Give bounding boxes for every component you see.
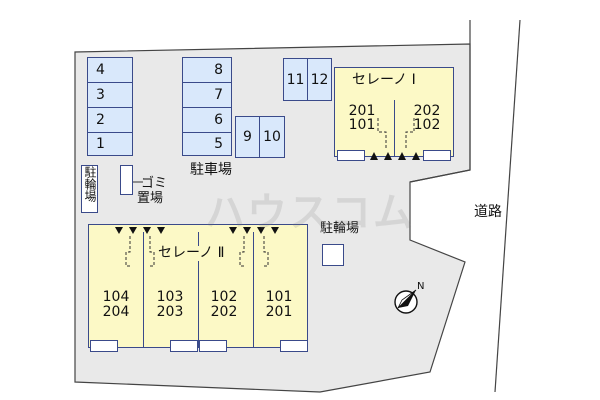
building-2-entrance-4 [280,340,308,352]
building-2-entry-arrows [115,227,279,234]
parking-slot-9: 9 [235,116,260,158]
building-1-unit-201: 201 [348,103,376,119]
garbage-label-line1: ゴミ [141,176,168,191]
building-1-entrance-right [423,150,451,161]
parking-slot-3: 3 [87,82,133,108]
building-1-name: セレーノ Ⅰ [352,72,416,88]
bicycle-parking-right-label: 駐輪場 [320,221,360,236]
building-2-unit-101-top: 101 [265,289,293,305]
building-1-stair-outline [377,118,415,148]
parking-slot-1: 1 [87,132,133,156]
building-1-unit-202: 202 [413,103,441,119]
building-2-unit-204-bottom: 204 [102,304,130,320]
building-2-divider-2 [198,232,199,347]
building-1-divider [394,100,395,156]
building-2-unit-102-top: 102 [210,289,238,305]
building-2-name: セレーノ Ⅱ [158,245,225,261]
building-2-entrance-1 [90,340,118,352]
garbage-label-line2: 置場 [137,191,164,206]
garbage-leader-line [133,181,143,183]
building-2-divider-3 [253,232,254,347]
bicycle-parking-right [322,244,344,266]
building-2-unit-201-bottom: 201 [265,304,293,320]
compass-icon [394,289,418,314]
parking-slot-10: 10 [259,116,285,158]
parking-slot-11: 11 [283,58,308,101]
building-1-unit-101: 101 [348,117,376,133]
building-2-divider-1 [143,232,144,347]
building-2-unit-103-top: 103 [156,289,184,305]
building-2-entrance-3 [199,340,227,352]
watermark: ハウスコム [205,190,415,236]
road-edge-left [409,20,471,183]
bicycle-parking-left [81,165,98,213]
road-label: 道路 [474,204,502,220]
parking-slot-2: 2 [87,107,133,133]
parking-label: 駐車場 [190,162,232,178]
road-edge-right [494,19,521,393]
compass-north-label: N [417,281,425,292]
parking-slot-4: 4 [87,57,133,83]
building-1-entry-arrows [370,152,420,160]
building-1-unit-102: 102 [413,117,441,133]
parking-slot-7: 7 [182,82,232,108]
building-2-unit-104-top: 104 [102,289,130,305]
parking-slot-5: 5 [182,132,232,156]
building-2-unit-203-bottom: 203 [156,304,184,320]
building-2-stair-outlines [125,236,269,267]
building-2-unit-202-bottom: 202 [210,304,238,320]
building-2-entrance-2 [170,340,198,352]
parking-slot-8: 8 [182,57,232,83]
parking-slot-12: 12 [307,58,332,101]
building-1-entrance-left [337,150,365,161]
garbage-area [120,165,133,195]
bicycle-parking-left-label: 駐輪場 [83,166,97,202]
parking-slot-6: 6 [182,107,232,133]
